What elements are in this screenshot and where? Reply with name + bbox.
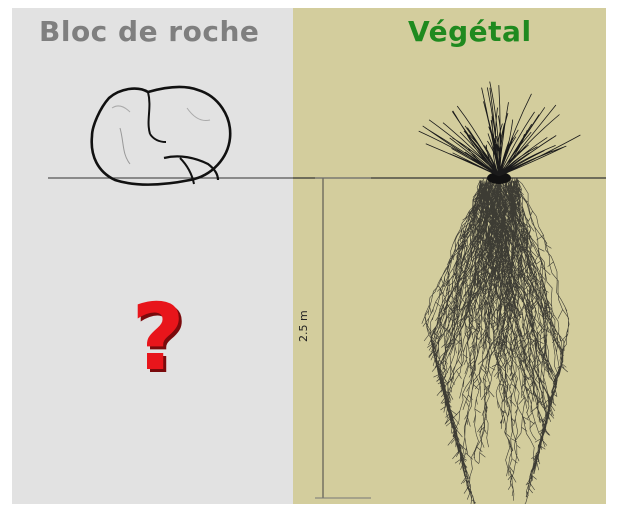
rock-icon [90,85,232,186]
shoots [418,81,581,177]
rock-shade-2 [186,107,211,121]
rock-shade-3 [111,105,131,113]
plant-panel: Végétal 2.5 m [293,8,606,504]
rock-crack-2 [149,133,167,143]
rock-crack-1 [147,91,151,135]
fibrous-roots [421,177,570,504]
plant-root-system [293,81,606,504]
rock-crack-3 [163,155,220,181]
question-mark: ? [131,284,185,391]
rock-crack-4 [179,157,195,185]
figure: Bloc de roche ? Végétal [12,8,606,504]
plant-title: Végétal [408,15,532,48]
rock-block-title: Bloc de roche [39,15,260,48]
roots [421,172,570,504]
rock-block-panel: Bloc de roche ? [12,8,293,504]
rock-shade-1 [119,127,131,165]
grass-blades [418,81,581,177]
plant-crown [487,172,511,184]
rock-drawing [48,85,293,186]
depth-label: 2.5 m [297,310,310,342]
